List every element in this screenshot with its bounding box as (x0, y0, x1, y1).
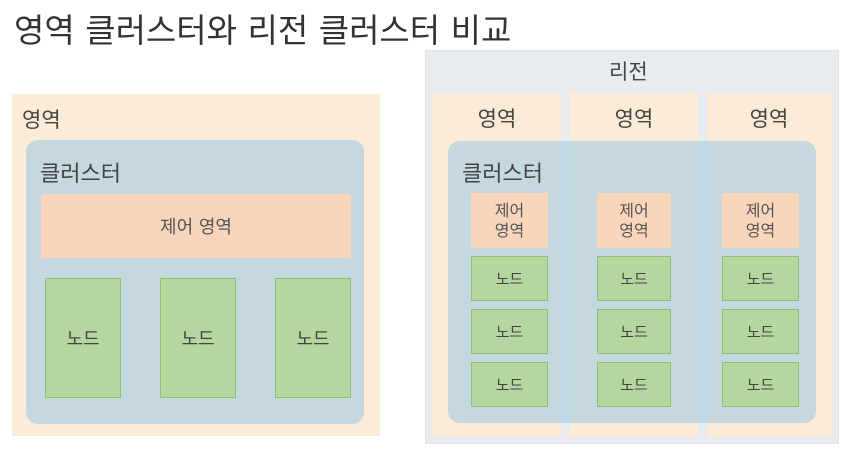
node-label: 노드 (495, 270, 524, 288)
node-label: 노드 (746, 323, 775, 341)
zone-label: 영역 (749, 107, 789, 131)
control-plane: 제어 영역 (41, 194, 351, 258)
node: 노드 (160, 278, 236, 398)
control-plane-label: 제어 영역 (745, 200, 776, 240)
node-label: 노드 (181, 329, 215, 350)
diagram-title: 영역 클러스터와 리전 클러스터 비교 (14, 11, 512, 50)
node: 노드 (597, 256, 671, 301)
node-label: 노드 (746, 270, 775, 288)
node: 노드 (722, 256, 799, 301)
zone-label: 영역 (614, 107, 654, 131)
node-label: 노드 (620, 376, 648, 394)
cluster-label: 클러스터 (462, 162, 543, 187)
node-label: 노드 (746, 376, 775, 394)
control-plane-label: 제어 영역 (494, 200, 525, 240)
control-plane: 제어 영역 (597, 193, 671, 248)
node-label: 노드 (620, 323, 648, 341)
control-plane: 제어 영역 (471, 193, 548, 248)
cluster-label: 클러스터 (40, 162, 121, 187)
node-label: 노드 (66, 329, 100, 350)
control-plane-label: 제어 영역 (160, 217, 232, 238)
node: 노드 (471, 309, 548, 354)
node: 노드 (275, 278, 351, 398)
control-plane-label: 제어 영역 (619, 200, 649, 240)
control-plane: 제어 영역 (722, 193, 799, 248)
node-label: 노드 (495, 323, 524, 341)
zone-label: 영역 (22, 108, 61, 132)
node-label: 노드 (495, 376, 524, 394)
zone-label: 영역 (477, 107, 517, 131)
node: 노드 (597, 309, 671, 354)
node-label: 노드 (620, 270, 648, 288)
node: 노드 (597, 362, 671, 407)
node: 노드 (722, 362, 799, 407)
node-label: 노드 (296, 329, 330, 350)
node: 노드 (471, 256, 548, 301)
region-label: 리전 (609, 60, 648, 84)
node: 노드 (471, 362, 548, 407)
node: 노드 (45, 278, 121, 398)
node: 노드 (722, 309, 799, 354)
